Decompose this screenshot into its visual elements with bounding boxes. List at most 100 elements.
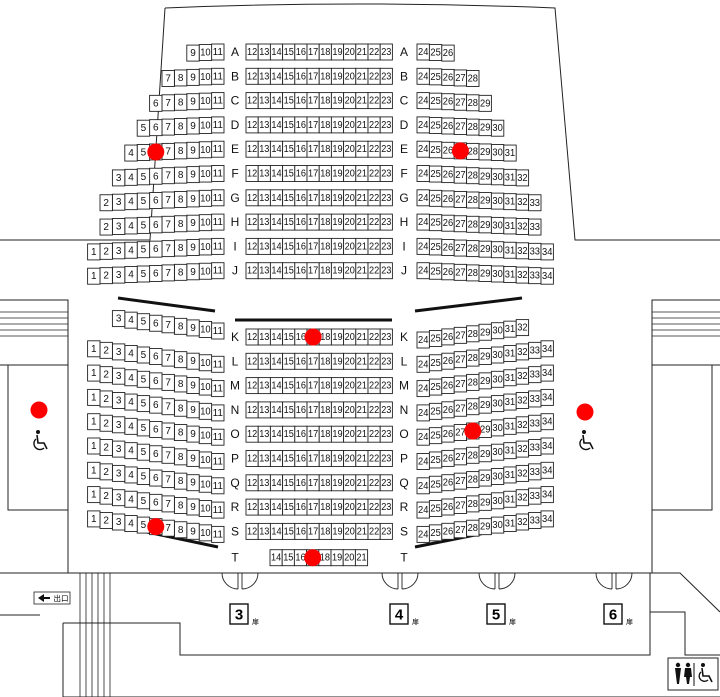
seat-E-17[interactable]: 17 [306, 140, 320, 158]
seat-P-3[interactable]: 3 [111, 440, 126, 458]
seat-N-22[interactable]: 22 [367, 401, 381, 419]
seat-H-13[interactable]: 13 [257, 213, 271, 231]
seat-C-14[interactable]: 14 [269, 92, 284, 110]
seat-K-12[interactable]: 12 [245, 328, 259, 346]
seat-A-23[interactable]: 23 [379, 43, 393, 61]
seat-S-19[interactable]: 19 [330, 522, 345, 540]
seat-N-23[interactable]: 23 [379, 401, 393, 419]
seat-F-19[interactable]: 19 [330, 165, 345, 182]
seat-P-12[interactable]: 12 [245, 450, 259, 467]
seat-E-9[interactable]: 9 [186, 141, 200, 159]
seat-R-2[interactable]: 2 [99, 487, 113, 505]
seat-C-19[interactable]: 19 [330, 92, 345, 110]
seat-H-18[interactable]: 18 [318, 213, 332, 231]
seat-J-11[interactable]: 11 [211, 262, 225, 280]
seat-L-29[interactable]: 29 [478, 348, 492, 365]
seat-N-30[interactable]: 30 [490, 395, 505, 413]
seat-E-31[interactable]: 31 [503, 144, 517, 162]
seat-H-5[interactable]: 5 [136, 216, 151, 234]
seat-H-20[interactable]: 20 [343, 213, 357, 231]
seat-J-12[interactable]: 12 [245, 262, 259, 280]
seat-H-26[interactable]: 26 [441, 214, 455, 232]
seat-R-15[interactable]: 15 [282, 498, 296, 516]
seat-S-11[interactable]: 11 [211, 525, 225, 543]
seat-K-6[interactable]: 6 [149, 314, 163, 332]
seat-G-2[interactable]: 2 [99, 194, 113, 212]
seat-I-29[interactable]: 29 [478, 240, 492, 258]
seat-M-34[interactable]: 34 [540, 364, 554, 382]
seat-O-31[interactable]: 31 [503, 417, 517, 435]
seat-M-25[interactable]: 25 [428, 378, 443, 396]
seat-I-17[interactable]: 17 [306, 237, 320, 255]
seat-F-10[interactable]: 10 [198, 165, 213, 183]
seat-T-19[interactable]: 19 [330, 549, 344, 567]
seat-D-8[interactable]: 8 [173, 118, 188, 136]
seat-G-7[interactable]: 7 [161, 191, 175, 209]
seat-Q-11[interactable]: 11 [211, 477, 225, 495]
seat-N-2[interactable]: 2 [99, 390, 113, 408]
seat-R-32[interactable]: 32 [515, 489, 530, 507]
seat-O-23[interactable]: 23 [379, 425, 393, 443]
seat-I-11[interactable]: 11 [211, 237, 225, 255]
seat-B-13[interactable]: 13 [257, 67, 271, 85]
seat-R-10[interactable]: 10 [198, 500, 213, 517]
seat-L-23[interactable]: 23 [379, 352, 393, 370]
seat-F-18[interactable]: 18 [318, 165, 332, 182]
seat-P-1[interactable]: 1 [87, 437, 101, 455]
seat-N-17[interactable]: 17 [306, 401, 320, 419]
seat-P-10[interactable]: 10 [198, 451, 213, 469]
seat-J-13[interactable]: 13 [257, 262, 271, 280]
seat-N-25[interactable]: 25 [428, 402, 443, 420]
seat-S-24[interactable]: 24 [416, 525, 430, 543]
seat-A-11[interactable]: 11 [211, 43, 225, 61]
seat-L-30[interactable]: 30 [490, 346, 505, 364]
seat-S-25[interactable]: 25 [428, 524, 443, 542]
seat-I-2[interactable]: 2 [99, 242, 113, 260]
seat-D-24[interactable]: 24 [416, 116, 430, 134]
seat-M-33[interactable]: 33 [528, 366, 542, 384]
seat-F-12[interactable]: 12 [245, 165, 259, 182]
seat-S-20[interactable]: 20 [343, 522, 357, 540]
seat-J-7[interactable]: 7 [161, 264, 175, 282]
seat-I-5[interactable]: 5 [136, 241, 151, 259]
seat-P-8[interactable]: 8 [173, 448, 188, 466]
seat-O-3[interactable]: 3 [111, 416, 126, 434]
seat-A-13[interactable]: 13 [257, 43, 271, 61]
seat-K-28[interactable]: 28 [466, 325, 480, 343]
seat-I-32[interactable]: 32 [515, 242, 530, 260]
seat-O-5[interactable]: 5 [136, 419, 151, 437]
seat-E-24[interactable]: 24 [416, 140, 430, 158]
seat-I-21[interactable]: 21 [355, 237, 369, 255]
seat-N-5[interactable]: 5 [136, 395, 151, 413]
seat-A-25[interactable]: 25 [428, 44, 443, 61]
seat-E-20[interactable]: 20 [343, 140, 357, 158]
seat-I-16[interactable]: 16 [294, 237, 308, 255]
seat-T-21[interactable]: 21 [354, 549, 369, 567]
seat-D-25[interactable]: 25 [428, 116, 443, 134]
seat-B-9[interactable]: 9 [186, 68, 200, 86]
seat-M-22[interactable]: 22 [367, 377, 381, 395]
seat-G-10[interactable]: 10 [198, 189, 213, 207]
seat-L-16[interactable]: 16 [294, 352, 308, 370]
seat-Q-28[interactable]: 28 [466, 471, 480, 489]
seat-O-20[interactable]: 20 [343, 425, 357, 443]
seat-R-26[interactable]: 26 [441, 498, 455, 516]
seat-L-14[interactable]: 14 [269, 352, 284, 370]
seat-L-10[interactable]: 10 [198, 354, 213, 372]
seat-P-33[interactable]: 33 [528, 439, 542, 456]
seat-I-23[interactable]: 23 [379, 237, 393, 255]
seat-R-20[interactable]: 20 [343, 498, 357, 516]
seat-L-7[interactable]: 7 [161, 349, 175, 367]
seat-G-6[interactable]: 6 [149, 192, 163, 210]
seat-M-6[interactable]: 6 [149, 372, 163, 390]
seat-F-5[interactable]: 5 [136, 168, 151, 186]
seat-R-12[interactable]: 12 [245, 498, 259, 516]
seat-R-29[interactable]: 29 [478, 493, 492, 511]
seat-T-15[interactable]: 15 [281, 549, 295, 567]
seat-C-28[interactable]: 28 [466, 94, 480, 112]
seat-S-22[interactable]: 22 [367, 522, 381, 540]
seat-J-18[interactable]: 18 [318, 262, 332, 280]
